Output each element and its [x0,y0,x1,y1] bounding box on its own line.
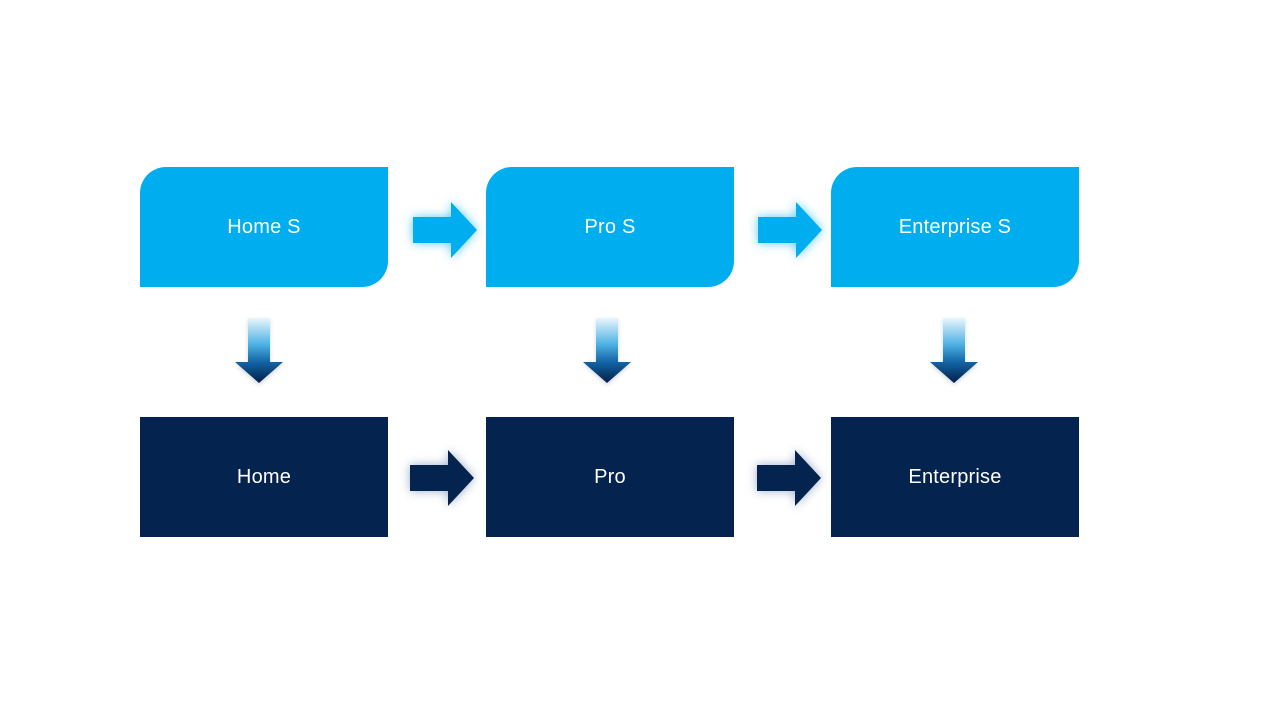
right-arrow-icon [413,202,477,258]
shape-pro: Pro [486,417,734,537]
down-arrow-icon [235,318,283,383]
shape-pro-s: Pro S [486,167,734,287]
shape-enterprise-label: Enterprise [908,465,1002,488]
shape-home-s-label: Home S [227,215,301,238]
shape-enterprise: Enterprise [831,417,1079,537]
shape-pro-label: Pro [594,465,626,488]
shape-pro-s-label: Pro S [584,215,636,238]
shape-home-s: Home S [140,167,388,287]
down-arrow-icon [930,318,978,383]
shape-enterprise-s-label: Enterprise S [898,215,1012,238]
right-arrow-icon [758,202,822,258]
right-arrow-icon [410,450,474,506]
shape-home-label: Home [236,465,292,488]
shape-home: Home [140,417,388,537]
right-arrow-icon [757,450,821,506]
down-arrow-icon [583,318,631,383]
shape-enterprise-s: Enterprise S [831,167,1079,287]
